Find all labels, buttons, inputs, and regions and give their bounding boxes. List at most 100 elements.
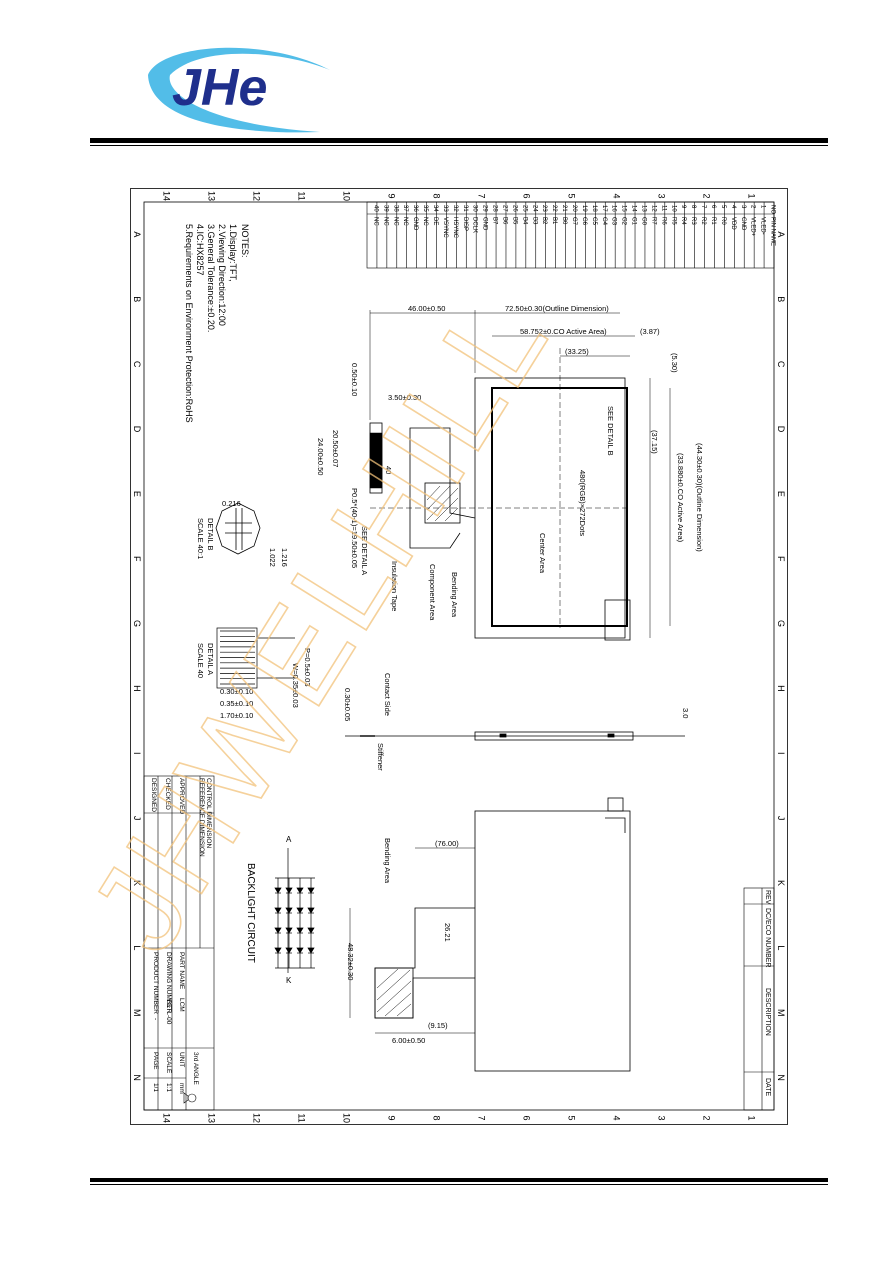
pin-number: 32 xyxy=(452,205,458,212)
dim-3-0: 3.0 xyxy=(681,708,690,718)
detail-a-scale: SCALE 40 xyxy=(196,643,205,678)
grid-letter-label: G xyxy=(776,620,786,627)
label-back-bending: Bending Area xyxy=(383,838,392,884)
dim-26-21: 26.21 xyxy=(443,923,452,942)
pin-name: R4 xyxy=(680,217,686,225)
grid-number-label: 2 xyxy=(702,1115,712,1120)
grid-number-label: 3 xyxy=(657,1115,667,1120)
tb-drawing: YGTL-00 xyxy=(165,998,172,1025)
tb-angle-label: 3rd ANGLE xyxy=(192,1052,199,1086)
pin-number: 14 xyxy=(631,205,637,212)
grid-letter-label: B xyxy=(132,296,142,302)
pin-number: 35 xyxy=(422,205,428,212)
tb-unit: mm xyxy=(178,1083,185,1094)
pin-number: 21 xyxy=(561,205,567,212)
pin-name: B7 xyxy=(492,217,498,225)
grid-letter-label: K xyxy=(132,880,142,886)
pin-number: NO xyxy=(770,205,776,214)
grid-letter-label: J xyxy=(132,816,142,821)
rev-col-dcn: DC/ECO NUMBER xyxy=(764,908,771,968)
pin-40-label: 40 xyxy=(384,466,393,474)
dim-37-15: (37.15) xyxy=(650,430,659,454)
detail-b xyxy=(215,502,261,555)
dim-46-00: 46.00±0.50 xyxy=(408,304,445,313)
third-angle-symbol xyxy=(183,1092,197,1104)
grid-number-label: 11 xyxy=(297,191,307,200)
led-diode xyxy=(285,887,293,894)
grid-number-label: 8 xyxy=(432,193,442,198)
pin-number: 36 xyxy=(412,205,418,212)
tb-scale-label: SCALE xyxy=(165,1052,172,1074)
pin-name: G3 xyxy=(611,217,617,226)
led-diode xyxy=(274,927,282,934)
grid-letter-label: L xyxy=(132,945,142,950)
pin-number: 34 xyxy=(432,205,438,212)
pin-name: G7 xyxy=(571,217,577,226)
pin-name: VLED- xyxy=(760,217,766,235)
grid-number-label: 5 xyxy=(567,1115,577,1120)
dim-width-035: W=0.35±0.03 xyxy=(291,663,300,708)
grid-number-label: 13 xyxy=(207,1113,217,1123)
pin-name: NC xyxy=(382,217,388,226)
note-3: 3.General Tolerance:±0.20. xyxy=(206,224,216,332)
pin-number: 33 xyxy=(442,205,448,212)
pin-name: DISP xyxy=(462,217,468,231)
pin-name: NC xyxy=(372,217,378,226)
pin-number: 1 xyxy=(760,205,766,209)
sheet-outer-border xyxy=(130,188,788,1125)
side-view-labels: Contact Side Stiffener 0.30±0.05 3.0 xyxy=(343,673,690,771)
rev-col-rev: REV xyxy=(764,890,771,905)
label-see-detail-b: SEE DETAIL B xyxy=(606,406,615,456)
dim-48-32: 48.32±0.30 xyxy=(346,943,355,980)
grid-letter-label: E xyxy=(776,491,786,497)
tb-unit-label: UNIT xyxy=(178,1052,185,1067)
grid-letter-label: A xyxy=(776,231,786,237)
grid-letter-label: H xyxy=(776,685,786,692)
lcm-side-view xyxy=(345,731,685,741)
pin-number: 31 xyxy=(462,205,468,212)
led-diode xyxy=(307,927,315,934)
pin-name: R7 xyxy=(650,217,656,225)
grid-letter-label: I xyxy=(776,752,786,755)
grid-number-label: 14 xyxy=(162,191,172,201)
grid-number-label: 10 xyxy=(342,1113,352,1123)
pin-number: 9 xyxy=(680,205,686,209)
dim-outline-width: 72.50±0.30(Outline Dimension) xyxy=(505,304,609,313)
pin-name: G1 xyxy=(631,217,637,226)
led-diode xyxy=(274,887,282,894)
led-diode xyxy=(285,927,293,934)
footer-rule-thin xyxy=(90,1184,828,1185)
fpc-contacts xyxy=(369,432,383,489)
grid-letter-label: M xyxy=(776,1009,786,1017)
grid-number-label: 3 xyxy=(657,193,667,198)
led-diode xyxy=(285,947,293,954)
pin-name: GND xyxy=(740,217,746,231)
pin-number: 16 xyxy=(611,205,617,212)
note-2: 2.Viewing Direction:12:00 xyxy=(217,224,227,326)
pin-number: 24 xyxy=(531,205,537,212)
detail-a-title: DETAIL A xyxy=(206,643,215,675)
grid-letter-label: N xyxy=(776,1074,786,1081)
pin-number: 39 xyxy=(382,205,388,212)
pin-number: 12 xyxy=(650,205,656,212)
grid-letter-label: F xyxy=(776,556,786,562)
label-contact-side: Contact Side xyxy=(383,673,392,716)
led-diode xyxy=(274,907,282,914)
dim-0-30-10: 0.30±0.10 xyxy=(220,687,253,696)
dim-pitch: P0.5*(40-1)=19.50±0.05 xyxy=(350,488,359,568)
pin-name: R1 xyxy=(710,217,716,225)
grid-letter-label: D xyxy=(132,426,142,433)
pin-number: 30 xyxy=(472,205,478,212)
top-view-dimensions: 72.50±0.30(Outline Dimension) 58.752±0.C… xyxy=(316,304,704,621)
tb-page-label: PAGE xyxy=(152,1052,159,1070)
tb-scale: 1:1 xyxy=(165,1083,172,1092)
dim-0-50: 0.50±0.10 xyxy=(350,363,359,396)
dim-1-216: 1.216 xyxy=(280,548,289,567)
label-stiffener: Stiffener xyxy=(376,743,385,771)
pin-name: G5 xyxy=(591,217,597,226)
logo-text: JHe xyxy=(172,59,267,117)
pin-name: B3 xyxy=(531,217,537,225)
grid-letter-label: K xyxy=(776,880,786,886)
note-1: 1.Display:TFT, xyxy=(228,224,238,282)
pin-number: 19 xyxy=(581,205,587,212)
